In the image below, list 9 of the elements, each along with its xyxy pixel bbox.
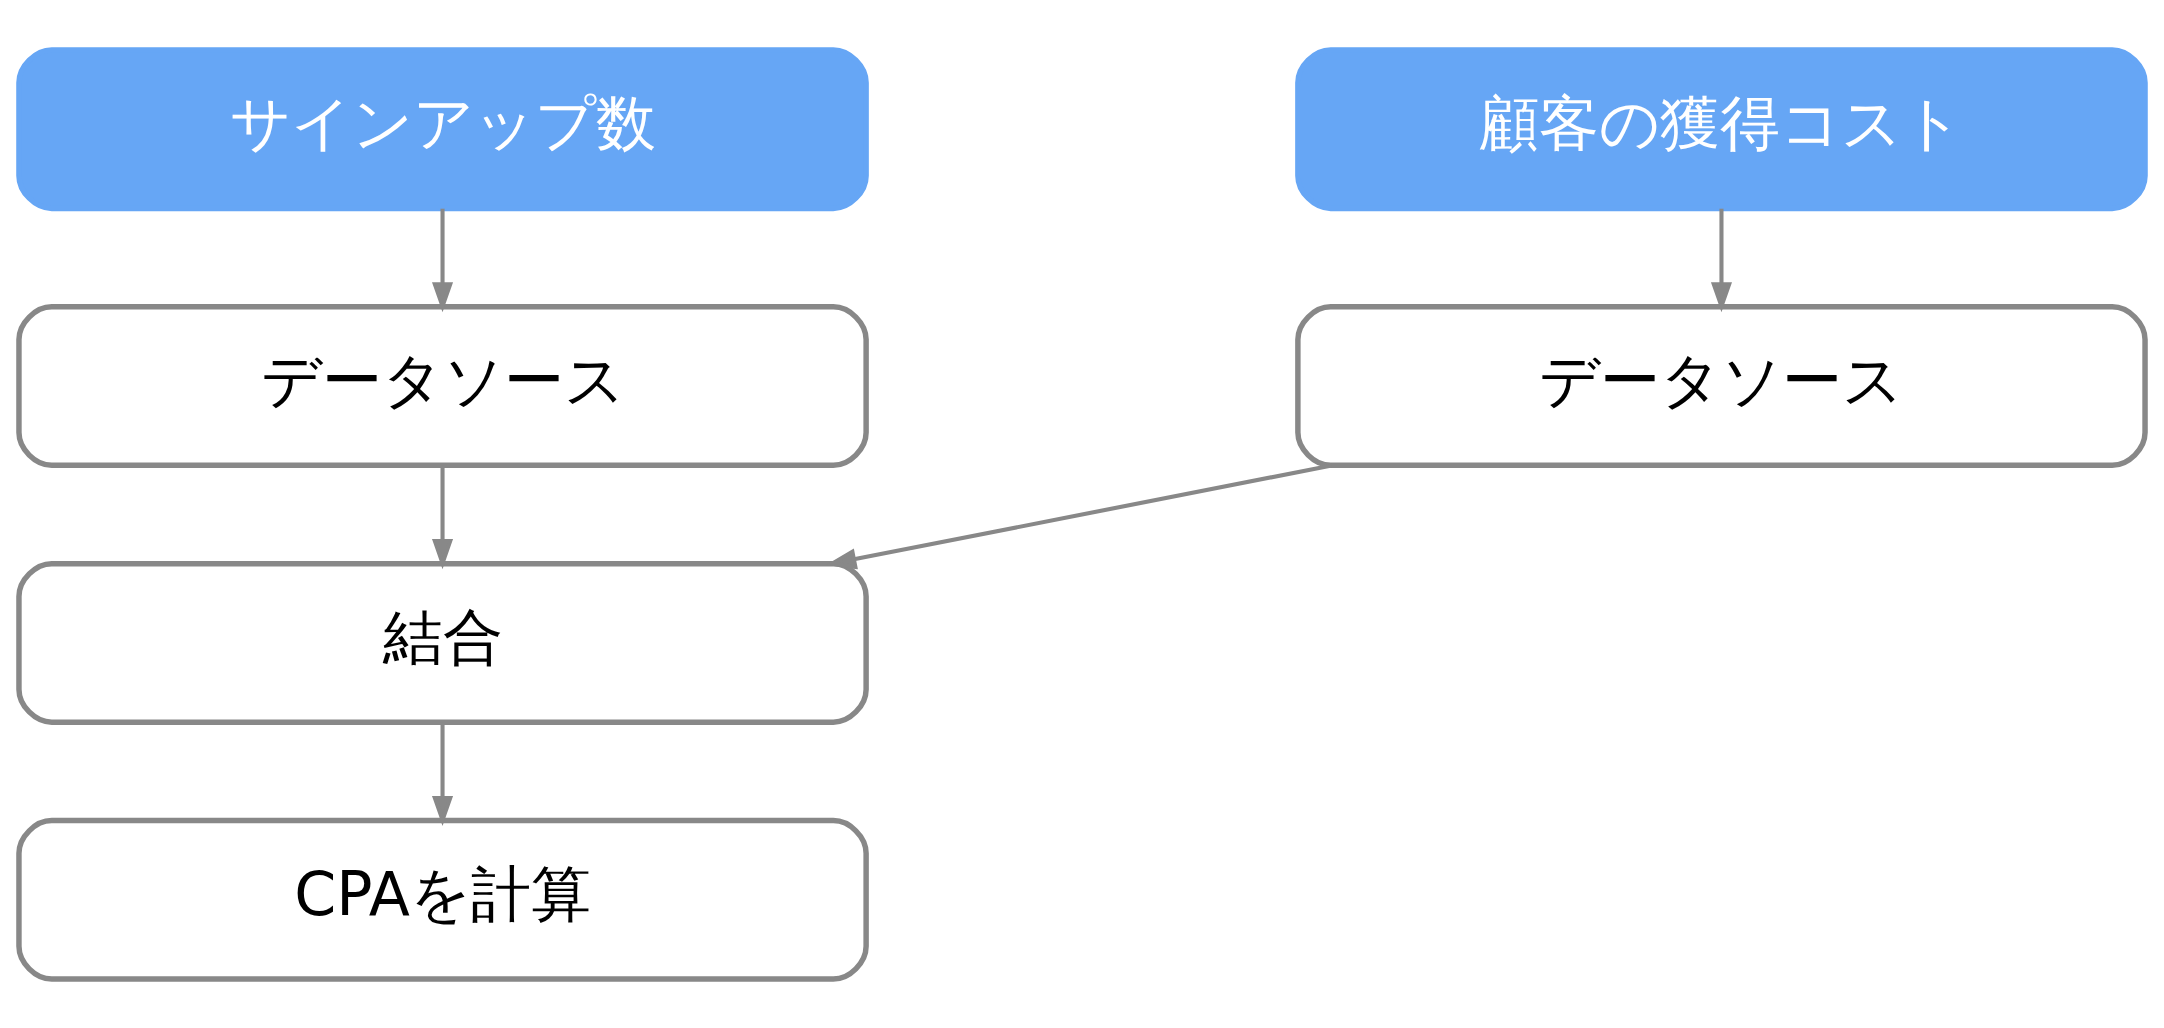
node-box: 顧客の獲得コスト bbox=[1295, 46, 2148, 211]
arrow bbox=[432, 465, 454, 569]
node-box: 結合 bbox=[16, 560, 869, 725]
node-box: データソース bbox=[1295, 303, 2148, 468]
node-box: サインアップ数 bbox=[16, 46, 869, 211]
arrow bbox=[432, 208, 454, 312]
node-box: データソース bbox=[16, 303, 869, 468]
node-box: CPAを計算 bbox=[16, 817, 869, 982]
arrow bbox=[1710, 208, 1732, 312]
